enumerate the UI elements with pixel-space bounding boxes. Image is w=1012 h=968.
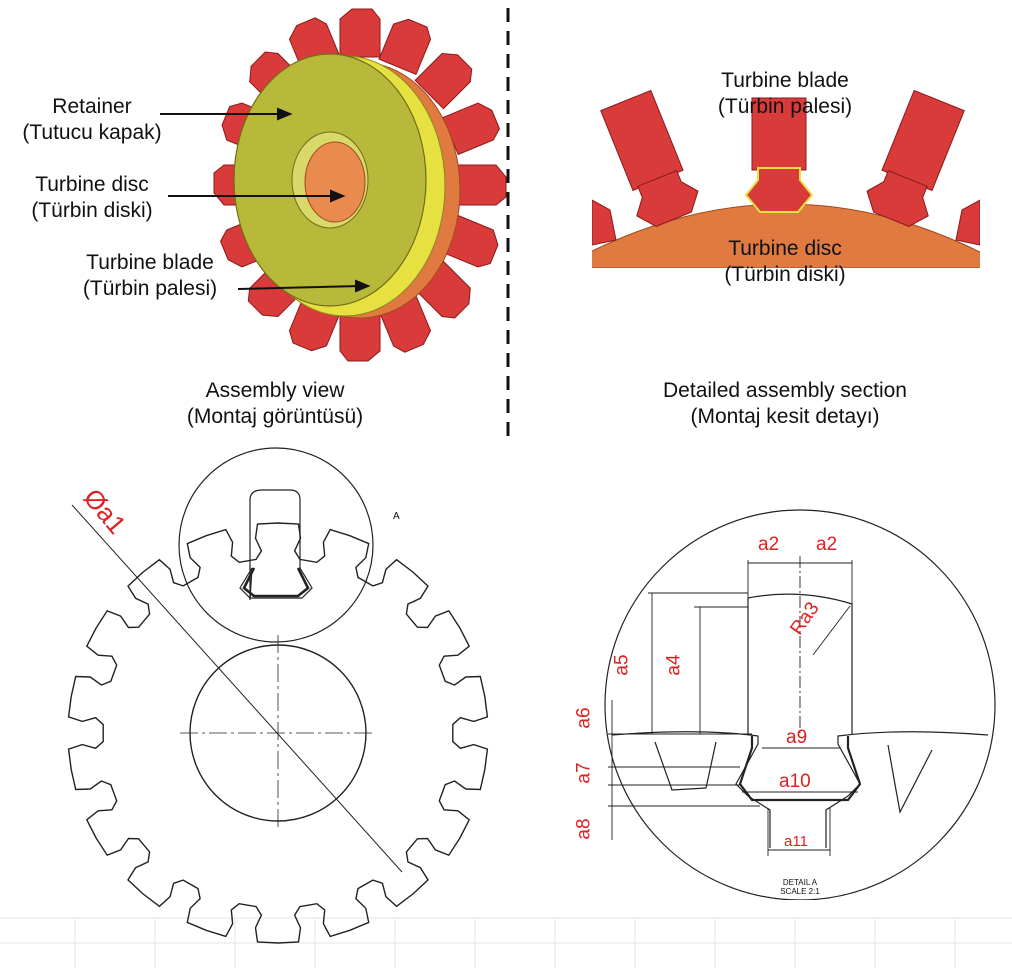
detail-tooth-left [654,741,717,791]
dim-a6: a6 [573,707,595,729]
disc-drawing [67,447,489,944]
blade-3d [457,164,507,206]
detail-blade-root [738,736,862,802]
section-disc-label-en: Turbine disc [728,237,842,260]
retainer-label-en: Retainer [52,95,132,118]
detail-circle [178,447,374,643]
detail-tooth-right [887,744,933,814]
dim-a5: a5 [611,654,633,676]
detail-caption: DETAIL A SCALE 2:1 [760,878,840,896]
section-blade-label: Turbine blade (Türbin palesi) [680,68,890,120]
section-blade-label-en: Turbine blade [721,69,849,92]
dim-a8: a8 [573,818,595,840]
dim-a2-right: a2 [816,534,838,555]
disc-outer-outline [68,510,488,930]
detail-boundary [604,509,996,900]
disc-toothed-outline [67,522,489,944]
section-caption-tr: (Montaj kesit detayı) [690,405,880,428]
dimension-lines [608,556,858,856]
blade-3d [339,8,381,58]
assembly-3d-view [160,8,507,362]
blade-3d [414,52,473,110]
detail-scale: SCALE 2:1 [780,887,820,896]
dim-a11: a11 [784,833,808,850]
diameter-leader [71,504,403,873]
section-disc-label-tr: (Türbin diski) [724,263,846,286]
section-disc-label: Turbine disc (Türbin diski) [680,236,890,288]
background-grid [0,917,1012,968]
section-blade-label-tr: (Türbin palesi) [717,95,853,118]
disc-label: Turbine disc (Türbin diski) [2,172,182,224]
blade-label: Turbine blade (Türbin palesi) [60,250,240,302]
assembly-caption: Assembly view (Montaj görüntüsü) [130,378,420,430]
blade-label-en: Turbine blade [86,251,214,274]
detail-blade [747,593,853,734]
blade-3d [378,18,432,76]
blade-3d [339,312,381,362]
retainer-label-tr: (Tutucu kapak) [22,121,162,144]
retainer-label: Retainer (Tutucu kapak) [2,94,182,146]
dim-a7: a7 [573,762,595,784]
leader-arrows [160,107,371,293]
blade-3d [442,102,501,156]
blade-root-bold [242,567,310,598]
blade-label-tr: (Türbin palesi) [82,277,218,300]
detail-marker: A [393,511,400,522]
dim-a2-left: a2 [758,534,780,555]
detail-disc-left [611,731,771,848]
assembly-caption-tr: (Montaj görüntüsü) [186,405,364,428]
dim-a4: a4 [663,654,685,676]
assembly-caption-en: Assembly view [205,379,345,402]
section-view [592,90,980,268]
turbine-blades-section [592,90,980,246]
blade-outline-2d [239,489,313,601]
dim-a10: a10 [779,771,811,792]
detail-title: DETAIL A [782,878,818,887]
dim-a9: a9 [786,727,808,748]
section-caption: Detailed assembly section (Montaj kesit … [600,378,970,430]
disc-label-tr: (Türbin diski) [31,199,153,222]
detail-drawing [604,509,996,900]
section-caption-en: Detailed assembly section [663,379,907,402]
detail-disc-right [825,731,989,848]
disc-label-en: Turbine disc [35,173,149,196]
disc-bore [304,141,366,223]
